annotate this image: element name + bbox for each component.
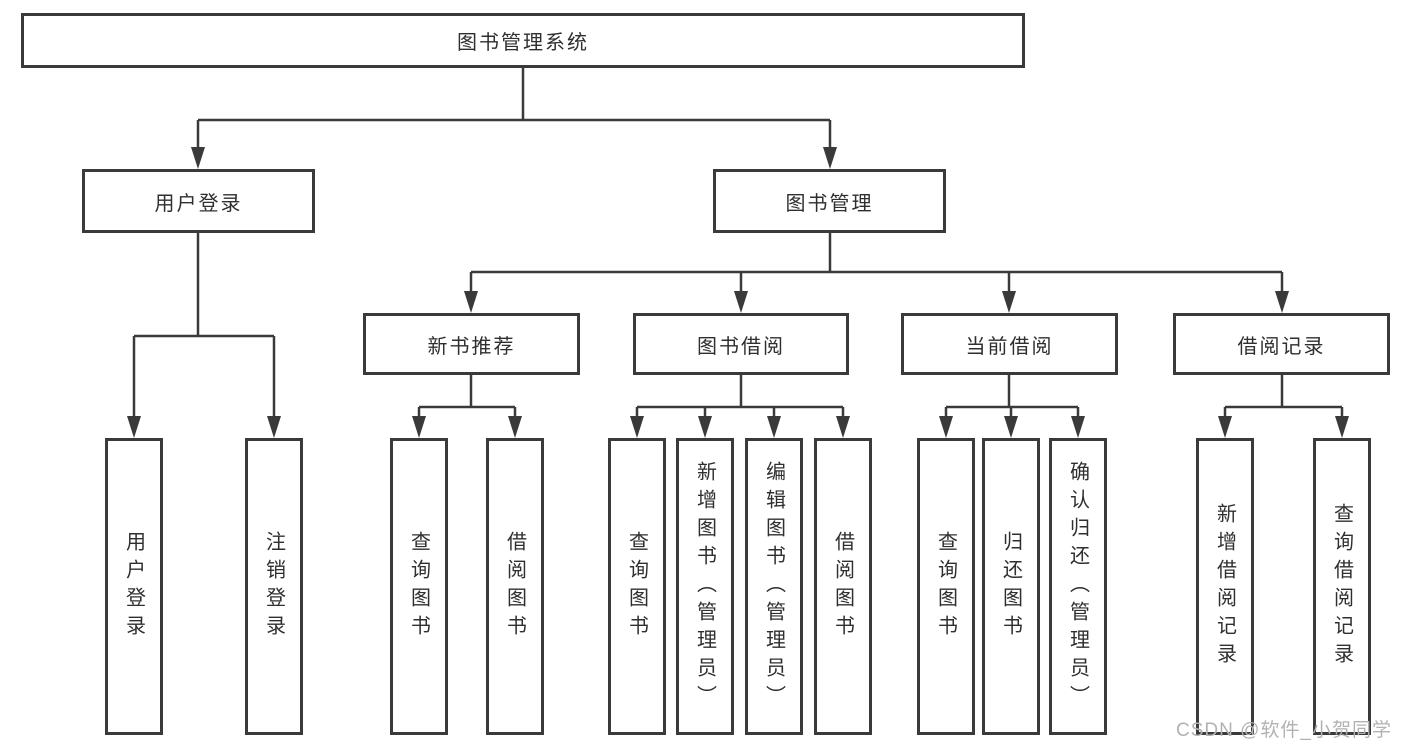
csdn-watermark: CSDN @软件_小贺同学 [1176,720,1392,741]
leaf-label: 查询借阅记录 [1330,502,1353,671]
leaf-add-books-admin: 新增图书（管理员） [676,438,734,735]
leaf-label: 新增借阅记录 [1213,502,1236,671]
leaf-borrow-books: 借阅图书 [486,438,544,735]
node-borrow-records: 借阅记录 [1173,313,1390,375]
node-label: 借阅记录 [1237,335,1326,358]
leaf-edit-books-admin: 编辑图书（管理员） [745,438,803,735]
leaf-query-books: 查询图书 [390,438,448,735]
leaf-logout: 注销登录 [245,438,303,735]
leaf-user-login: 用户登录 [105,438,163,735]
leaf-label: 借阅图书 [831,530,854,643]
arrowheads [127,147,1349,438]
leaf-label: 查询图书 [934,530,957,643]
node-label: 用户登录 [154,192,243,215]
leaf-label: 注销登录 [262,530,285,643]
node-library-management-system: 图书管理系统 [21,13,1025,68]
leaf-label: 查询图书 [407,530,430,643]
leaf-label: 查询图书 [625,530,648,643]
node-book-borrow: 图书借阅 [633,313,849,375]
leaf-label: 新增图书（管理员） [693,460,716,713]
node-label: 图书管理系统 [457,32,589,54]
leaf-label: 归还图书 [999,530,1022,643]
node-user-login: 用户登录 [82,169,315,233]
leaf-label: 确认归还（管理员） [1066,460,1089,713]
node-label: 图书管理 [785,192,874,215]
leaf-label: 借阅图书 [503,530,526,643]
leaf-confirm-return-admin: 确认归还（管理员） [1049,438,1107,735]
tree-edges [132,68,1344,419]
node-new-book-recommend: 新书推荐 [363,313,580,375]
node-current-borrow: 当前借阅 [901,313,1118,375]
leaf-return-books: 归还图书 [982,438,1040,735]
leaf-query-books: 查询图书 [917,438,975,735]
leaf-borrow-books: 借阅图书 [814,438,872,735]
leaf-label: 用户登录 [122,530,145,643]
node-label: 图书借阅 [697,335,785,358]
leaf-query-books: 查询图书 [608,438,666,735]
leaf-add-borrow-record: 新增借阅记录 [1196,438,1254,735]
node-book-management: 图书管理 [713,169,946,233]
leaf-label: 编辑图书（管理员） [762,460,785,713]
node-label: 当前借阅 [965,335,1054,358]
node-label: 新书推荐 [427,335,516,358]
leaf-query-borrow-record: 查询借阅记录 [1313,438,1371,735]
